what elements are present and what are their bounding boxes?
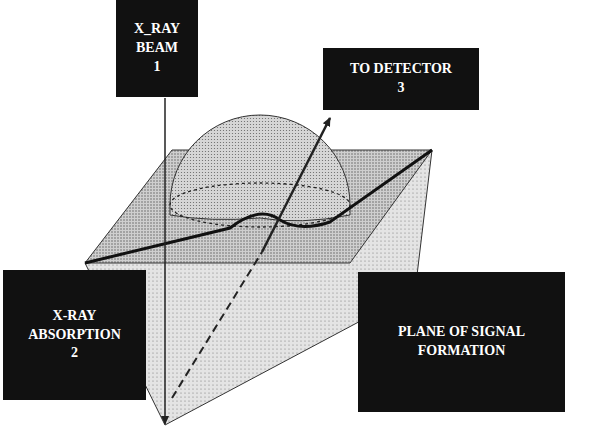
label-text: PLANE OF SIGNAL FORMATION [366, 323, 557, 361]
callout-number: 3 [398, 79, 405, 98]
absorption-label-box: X-RAY ABSORPTION2 [3, 270, 146, 400]
beam-label-box: X_RAY BEAM1 [116, 0, 198, 97]
signal-path [262, 118, 330, 252]
label-text: X_RAY BEAM [124, 20, 190, 58]
callout-number: 1 [154, 58, 161, 77]
label-text: X-RAY ABSORPTION [11, 307, 138, 345]
label-text: TO DETECTOR [350, 60, 452, 79]
dome-base [170, 183, 350, 227]
detector-label-box: TO DETECTOR3 [323, 48, 479, 110]
intersection-line [85, 150, 432, 263]
plane-label-box: PLANE OF SIGNAL FORMATION [358, 272, 565, 412]
beam-line [164, 98, 166, 424]
callout-number: 2 [71, 344, 78, 363]
signal-path-hidden [172, 252, 262, 398]
